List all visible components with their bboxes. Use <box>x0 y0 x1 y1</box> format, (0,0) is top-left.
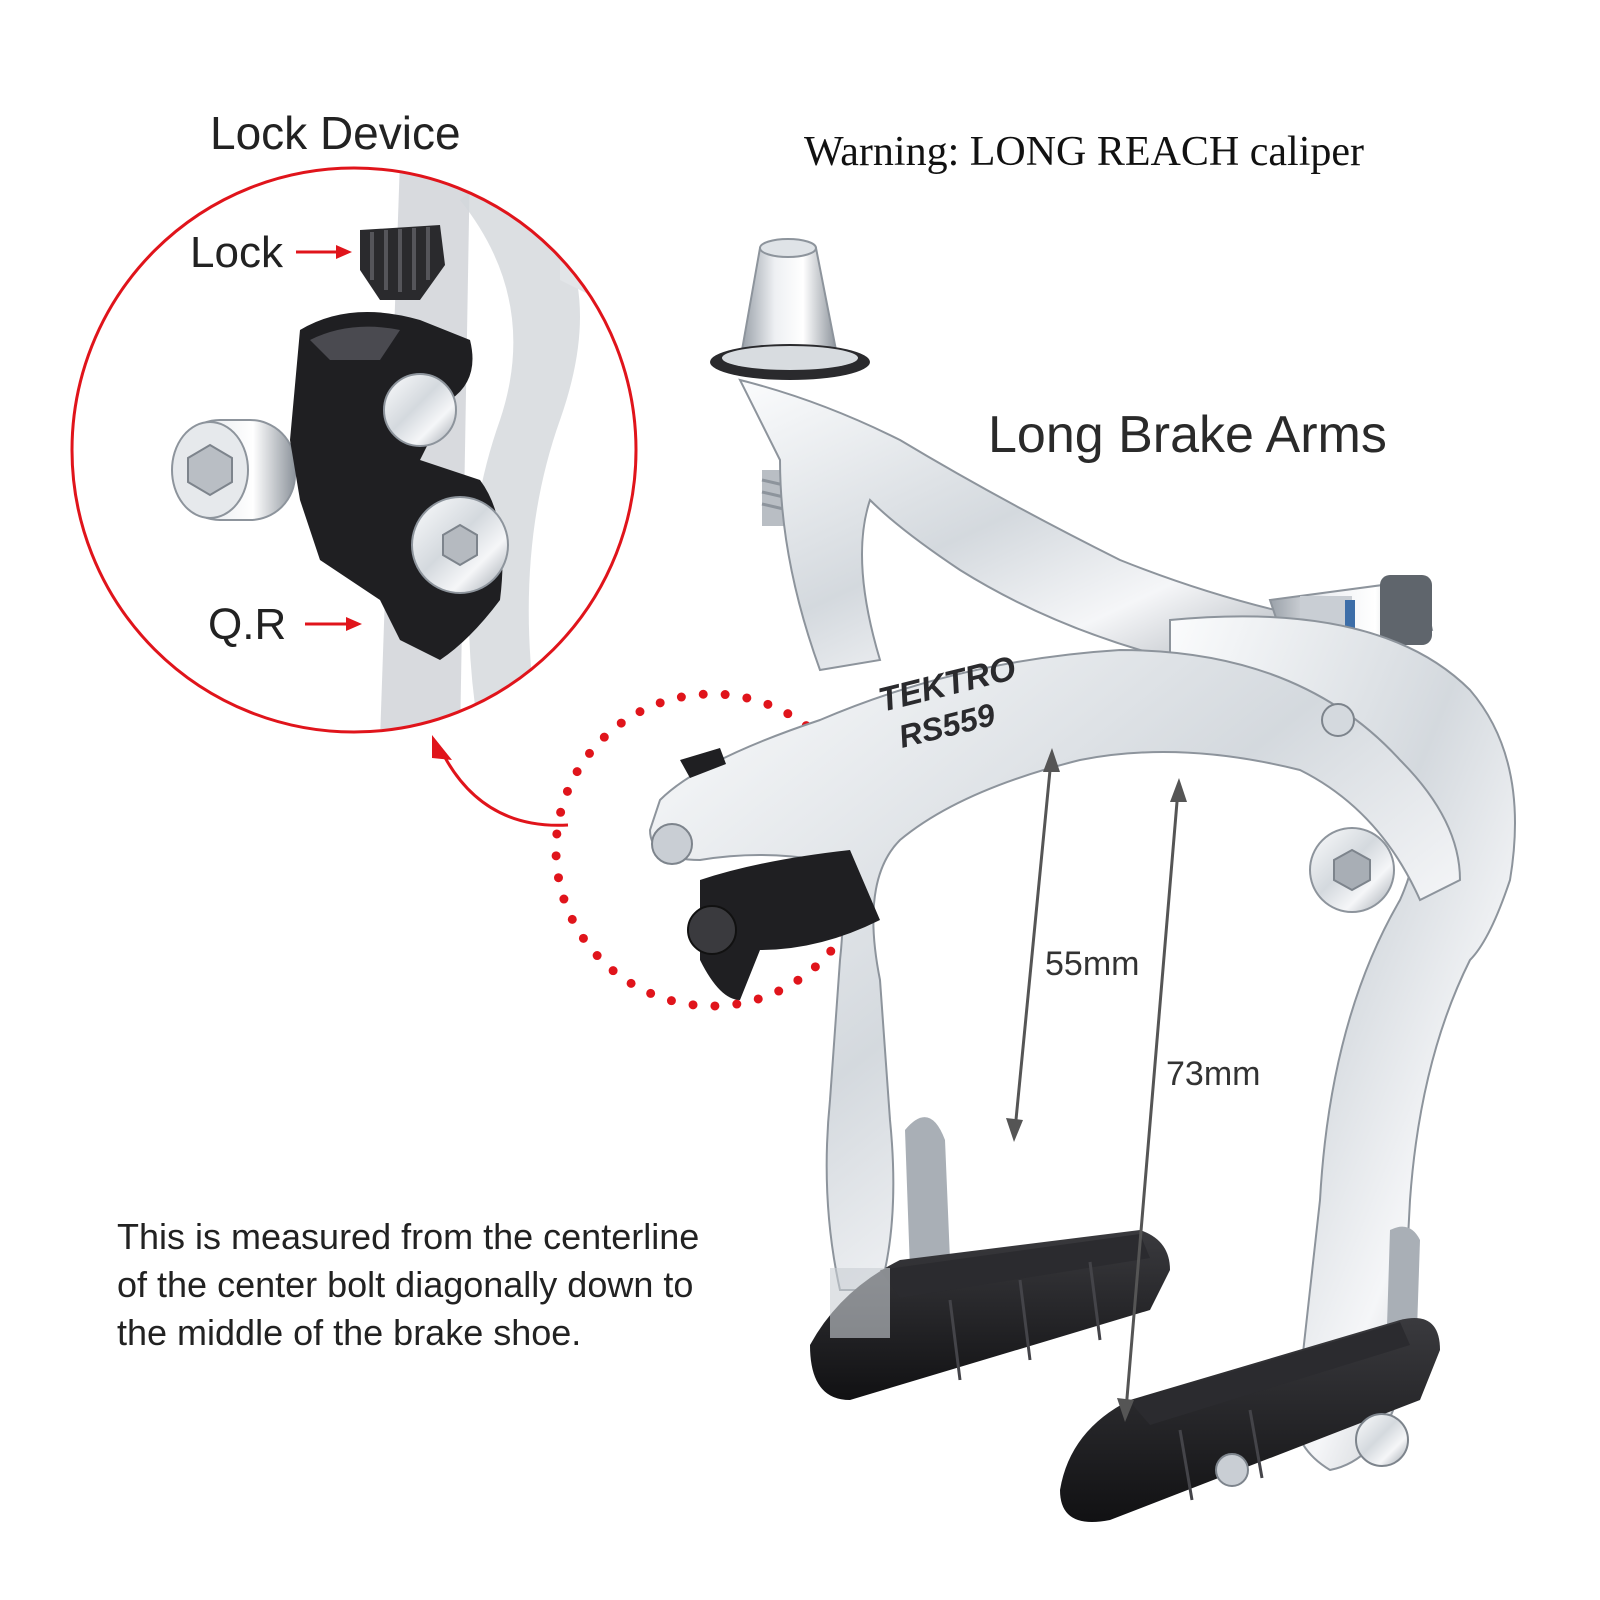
left-brake-pad <box>810 1230 1170 1400</box>
long-brake-arms-label: Long Brake Arms <box>988 406 1387 464</box>
qr-lever <box>680 748 880 1000</box>
measurement-note: This is measured from the centerline of … <box>117 1213 699 1357</box>
lock-label: Lock <box>190 228 283 277</box>
cable-adjuster <box>710 238 870 526</box>
lock-arrow-icon <box>296 245 352 259</box>
zoom-detail-circle <box>70 166 638 734</box>
note-line: the middle of the brake shoe. <box>117 1312 582 1353</box>
caliper-body <box>648 238 1516 1522</box>
dimension-55-label: 55mm <box>1045 945 1140 983</box>
right-brake-pad <box>1060 1318 1440 1522</box>
arrow-head-icon <box>432 735 452 760</box>
hex-bolt-icon <box>171 419 296 521</box>
note-line: of the center bolt diagonally down to <box>117 1264 694 1305</box>
qr-arrow-icon <box>305 617 362 631</box>
warning-text: Warning: LONG REACH caliper <box>804 129 1364 175</box>
quick-release-lever <box>290 225 509 660</box>
dimension-73mm <box>1117 778 1187 1422</box>
lock-device-title: Lock Device <box>210 107 461 159</box>
dimension-73-label: 73mm <box>1166 1055 1261 1093</box>
dimension-55mm <box>1006 748 1060 1142</box>
note-line: This is measured from the centerline <box>117 1216 700 1257</box>
qr-label: Q.R <box>208 600 287 649</box>
